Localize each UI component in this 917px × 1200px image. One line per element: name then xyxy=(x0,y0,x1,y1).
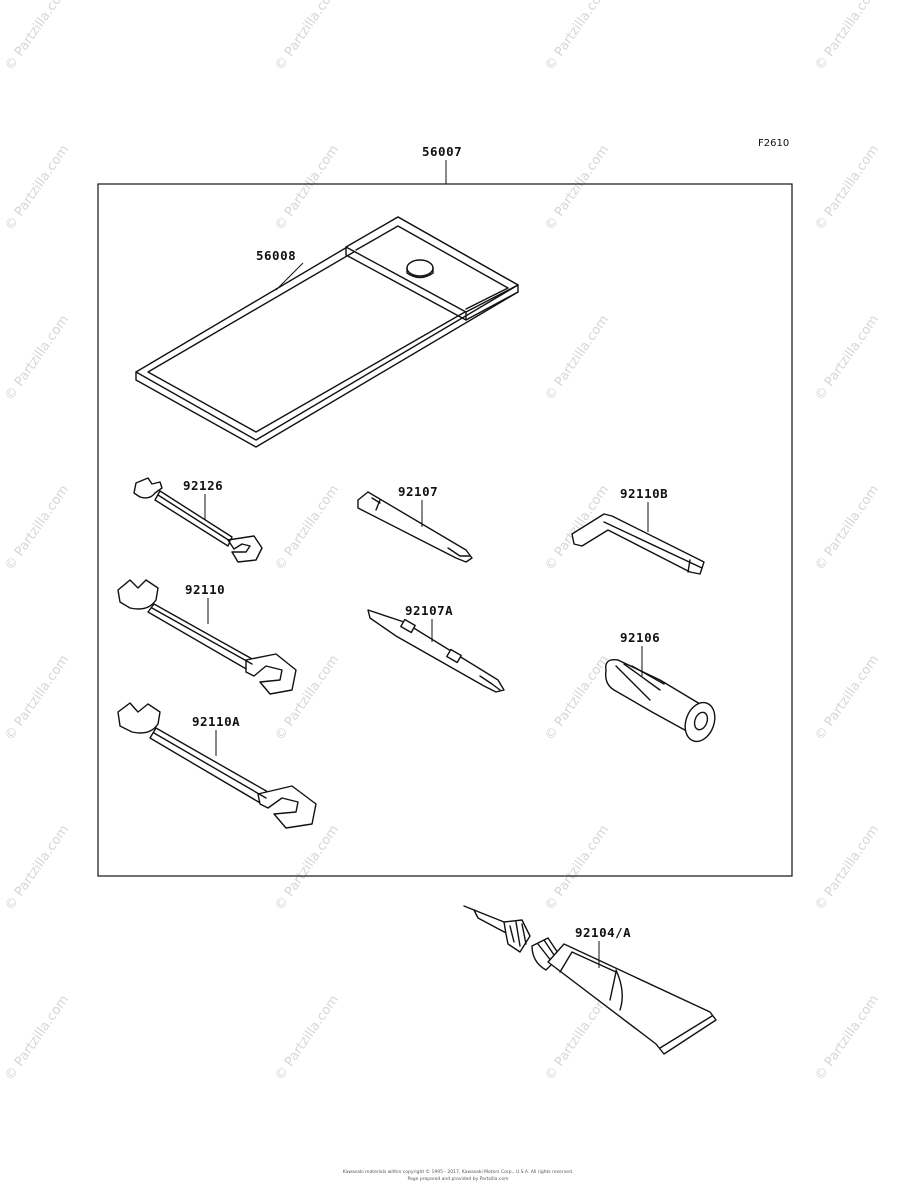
watermark-text: © Partzilla.com xyxy=(542,993,612,1084)
hex-key-drawing xyxy=(571,513,705,575)
watermark-text: © Partzilla.com xyxy=(272,143,342,234)
flat-screwdriver-bit-drawing xyxy=(367,609,505,693)
small-wrench-drawing xyxy=(133,477,263,563)
watermark-text: © Partzilla.com xyxy=(812,0,882,73)
large-wrench-part-label[interactable]: 92110A xyxy=(192,714,240,729)
watermark-text: © Partzilla.com xyxy=(2,313,72,404)
watermark-text: © Partzilla.com xyxy=(2,653,72,744)
footer-line-2: Page prepared and provided by Partzilla.… xyxy=(408,1176,509,1182)
handle-part-label[interactable]: 92106 xyxy=(620,630,660,645)
watermark-text: © Partzilla.com xyxy=(812,143,882,234)
watermark-text: © Partzilla.com xyxy=(272,993,342,1084)
watermark-text: © Partzilla.com xyxy=(2,823,72,914)
watermark-text: © Partzilla.com xyxy=(812,653,882,744)
watermark-text: © Partzilla.com xyxy=(272,0,342,73)
small-wrench-part-label[interactable]: 92126 xyxy=(183,478,223,493)
watermark-text: © Partzilla.com xyxy=(542,0,612,73)
watermark-text: © Partzilla.com xyxy=(2,483,72,574)
watermark-text: © Partzilla.com xyxy=(812,483,882,574)
watermark-text: © Partzilla.com xyxy=(812,823,882,914)
assembly-frame xyxy=(97,183,793,877)
large-wrench-drawing xyxy=(117,702,317,829)
watermark-text: © Partzilla.com xyxy=(812,313,882,404)
assembly-part-label[interactable]: 56007 xyxy=(422,144,462,159)
medium-wrench-drawing xyxy=(117,579,297,695)
bag-part-label[interactable]: 56008 xyxy=(256,248,296,263)
watermark-text: © Partzilla.com xyxy=(542,823,612,914)
screwdriver-bit-drawing xyxy=(357,491,473,563)
watermark-text: © Partzilla.com xyxy=(542,653,612,744)
hex-key-part-label[interactable]: 92110B xyxy=(620,486,668,501)
watermark-text: © Partzilla.com xyxy=(542,143,612,234)
grease-tube-part-label[interactable]: 92104/A xyxy=(575,925,631,940)
watermark-text: © Partzilla.com xyxy=(272,823,342,914)
screwdriver-handle-drawing xyxy=(604,659,716,743)
watermark-text: © Partzilla.com xyxy=(2,143,72,234)
watermark-text: © Partzilla.com xyxy=(812,993,882,1084)
watermark-text: © Partzilla.com xyxy=(542,313,612,404)
footer-line-1: Kawasaki materials within copyright © 19… xyxy=(343,1168,574,1175)
watermark-text: © Partzilla.com xyxy=(272,483,342,574)
grease-tube-drawing xyxy=(463,905,717,1055)
figure-code: F2610 xyxy=(758,138,789,149)
flat-screwdriver-part-label[interactable]: 92107A xyxy=(405,603,453,618)
bag-leader xyxy=(275,262,304,291)
watermark-text: © Partzilla.com xyxy=(2,993,72,1084)
screwdriver-part-label[interactable]: 92107 xyxy=(398,484,438,499)
watermark-text: © Partzilla.com xyxy=(2,0,72,73)
medium-wrench-part-label[interactable]: 92110 xyxy=(185,582,225,597)
tool-bag-drawing xyxy=(135,216,519,448)
